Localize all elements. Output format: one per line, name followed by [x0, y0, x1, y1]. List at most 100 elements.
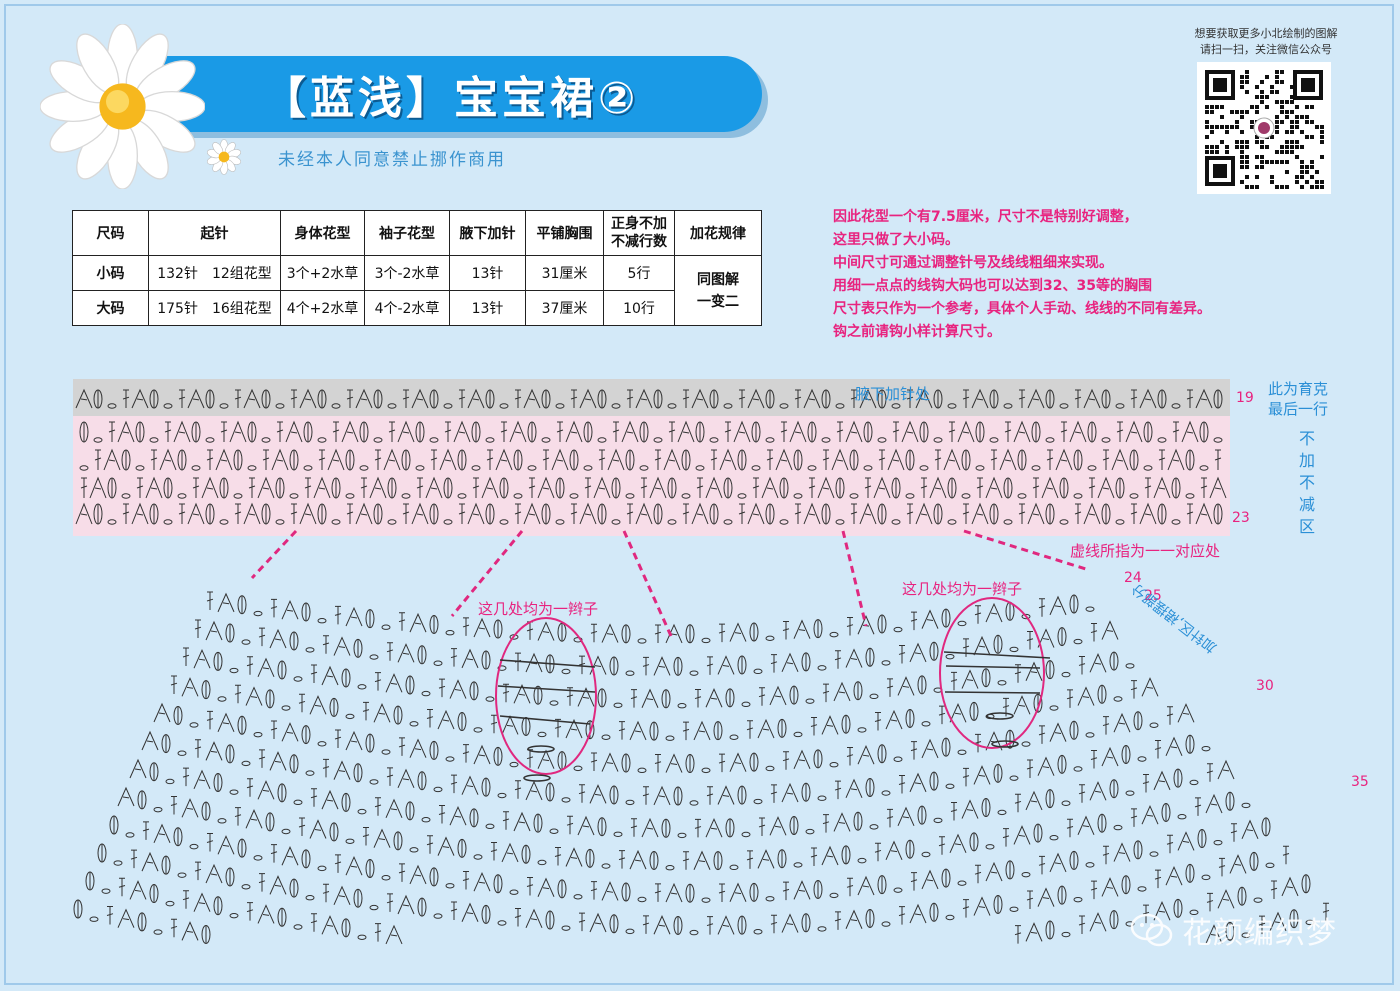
row-number: 24 — [1124, 570, 1142, 586]
stitch-symbol — [411, 388, 429, 409]
stitch-symbol — [957, 880, 967, 886]
stitch-symbol — [450, 901, 458, 920]
stitch-symbol — [957, 420, 975, 443]
stitch-symbol — [1055, 448, 1073, 471]
stitch-symbol — [701, 637, 711, 644]
qr-module — [1245, 160, 1249, 164]
stitch-symbol — [331, 403, 341, 409]
stitch-symbol — [345, 713, 355, 720]
stitch-symbol — [999, 448, 1017, 471]
stitch-symbol — [873, 476, 891, 499]
stitch-symbol — [501, 715, 519, 735]
qr-module — [1295, 115, 1299, 119]
stitch-symbol — [857, 744, 875, 765]
stitch-symbol — [1078, 915, 1086, 934]
stitch-symbol — [499, 403, 509, 409]
stitch-symbol — [901, 420, 919, 443]
stitch-symbol — [270, 720, 278, 740]
qr-code-image[interactable] — [1197, 62, 1331, 194]
qr-module — [1265, 145, 1269, 149]
stitch-symbol — [334, 605, 342, 625]
stitch-symbol — [193, 648, 211, 669]
stitch-symbol — [805, 828, 815, 835]
stitch-symbol — [597, 437, 607, 443]
stitch-symbol — [182, 767, 190, 787]
stitch-symbol — [723, 403, 733, 409]
stitch-symbol — [388, 421, 396, 442]
note-line: 尺寸表只作为一个参考，具体个人手动、线线的不同有差异。 — [833, 301, 1211, 317]
stitch-symbol — [770, 914, 778, 934]
stitch-symbol — [729, 622, 747, 642]
stitch-symbol — [1205, 793, 1223, 814]
stitch-symbol — [729, 752, 747, 772]
qr-module — [1245, 80, 1249, 84]
stitch-symbol — [89, 476, 107, 499]
qr-module — [1285, 100, 1289, 104]
stitch-symbol — [1102, 449, 1110, 470]
stitch-symbol — [1049, 705, 1059, 711]
stitch-symbol — [577, 815, 595, 836]
row-number: 25 — [1144, 588, 1162, 604]
stitch-symbol — [635, 502, 653, 525]
stitch-symbol — [289, 493, 299, 499]
stitch-symbol — [537, 731, 547, 738]
qr-module — [1320, 130, 1324, 134]
stitch-symbol — [1025, 922, 1043, 942]
stitch-symbol — [793, 493, 803, 499]
stitch-symbol — [782, 881, 790, 901]
stitch-symbol — [629, 849, 647, 870]
stitch-symbol — [579, 388, 597, 409]
stitch-symbol — [835, 519, 845, 525]
stitch-symbol — [309, 819, 327, 839]
title-banner — [150, 56, 762, 132]
qr-module — [1255, 135, 1259, 139]
stitch-symbol — [461, 648, 479, 669]
stitch-symbol — [822, 814, 830, 833]
stitch-symbol — [513, 811, 531, 832]
stitch-symbol — [193, 769, 211, 790]
stitch-symbol — [549, 700, 559, 706]
stitch-symbol — [893, 756, 903, 762]
stitch-symbol — [1125, 420, 1143, 443]
stitch-symbol — [551, 448, 569, 471]
stitch-symbol — [163, 403, 173, 409]
stitch-symbol — [1021, 613, 1031, 620]
stitch-symbol — [775, 448, 793, 471]
stitch-symbol — [453, 420, 471, 443]
stitch-symbol — [149, 437, 159, 443]
qr-module — [1255, 105, 1259, 109]
stitch-symbol — [1077, 815, 1095, 835]
stitch-symbol — [1021, 741, 1031, 747]
stitch-symbol — [1143, 465, 1153, 471]
stitch-symbol — [1113, 712, 1131, 733]
stitch-symbol — [402, 503, 410, 524]
stitch-symbol — [950, 671, 958, 691]
stitch-symbol — [537, 476, 555, 499]
long-chain-marks — [497, 651, 1051, 782]
qr-module — [1315, 125, 1319, 129]
stitch-symbol — [525, 780, 543, 801]
stitch-symbol — [803, 388, 821, 409]
stitch-symbol — [509, 889, 519, 895]
stitch-symbol — [467, 502, 485, 525]
stitch-symbol — [1037, 628, 1055, 648]
stitch-symbol — [1059, 519, 1069, 525]
stitch-symbol — [561, 668, 571, 675]
stitch-symbol — [667, 519, 677, 525]
stitch-symbol — [565, 847, 583, 867]
dashed-connector — [963, 529, 1090, 572]
stitch-symbol — [281, 599, 299, 620]
stitch-symbol — [677, 703, 687, 709]
stitch-symbol — [665, 865, 675, 871]
stitch-symbol — [990, 449, 998, 470]
stitch-symbol — [1130, 503, 1138, 524]
stitch-symbol — [667, 403, 677, 409]
qr-module — [1320, 125, 1324, 129]
stitch-symbol — [527, 465, 537, 471]
stitch-symbol — [253, 731, 263, 738]
stitch-symbol — [677, 420, 695, 443]
qr-module — [1285, 170, 1289, 174]
stitch-symbol — [681, 493, 691, 499]
stitch-symbol — [113, 860, 123, 866]
stitch-symbol — [898, 775, 906, 794]
